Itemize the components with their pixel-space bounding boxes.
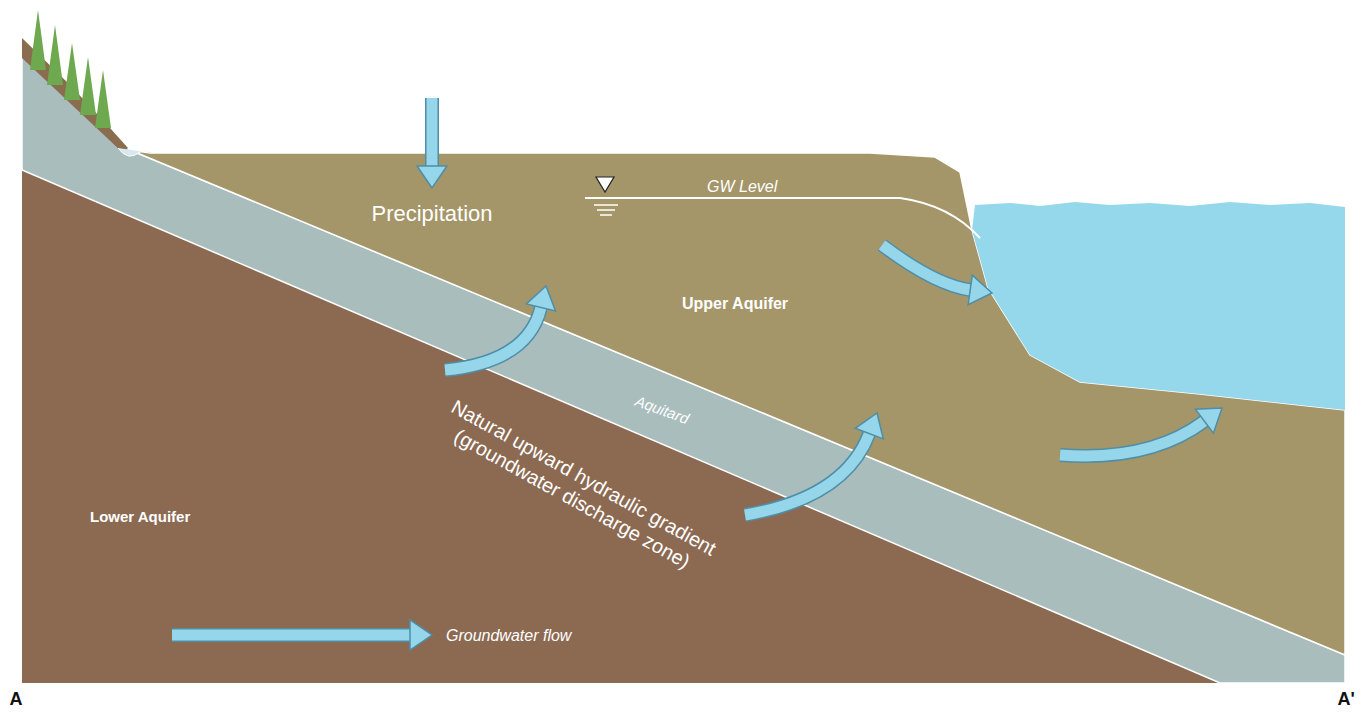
tree [30,10,46,70]
upward-flow-arrow-shaft [745,434,869,515]
discharge-flow-arrow-shaft [882,245,970,290]
water-table-symbol [596,177,614,192]
lake-bed-flow-arrow-outline [1060,421,1204,456]
upward-flow-arrow-outline [745,434,869,515]
layer-label: Lower Aquifer [90,508,190,526]
trees [30,10,111,128]
water-level-label: GW Level [707,177,777,196]
process-label: Precipitation [372,201,493,227]
lake-bed-flow-arrow-shaft [1060,421,1204,456]
upward-flow-arrow-head [526,286,555,311]
tree [80,57,96,115]
precipitation-arrow-outline [425,98,439,166]
legend-flow-arrow-head [410,620,432,650]
precipitation-arrow-head [417,166,447,188]
section-end-label: A [10,689,23,711]
water-table-ticks [594,205,618,215]
precipitation-arrow-shaft [427,98,438,166]
groundwater-level-line [585,198,980,238]
upper-aquifer-layer [130,150,1345,655]
legend-flow-arrow-outline [172,628,410,642]
tree [95,70,111,128]
layer-label: Upper Aquifer [682,294,788,313]
upward-flow-arrow-shaft [445,307,541,370]
legend-text: Groundwater flow [446,626,571,645]
legend-flow-arrow-shaft [172,630,410,641]
discharge-flow-arrow-head [968,275,992,305]
tree [64,43,80,100]
aquitard-layer [22,56,1345,683]
lake-water [972,202,1345,410]
water-table-tick [594,204,618,206]
flow-arrows [172,98,1222,650]
discharge-flow-arrow-outline [882,245,970,290]
upward-flow-arrow-outline [445,307,541,370]
tree [47,25,63,85]
lake-bed-flow-arrow-head [1195,408,1222,433]
section-end-label: A' [1338,689,1355,711]
stream-notch [118,148,152,156]
water-table-tick [600,214,612,216]
upward-flow-arrow-head [855,413,883,439]
water-table-tick [597,209,615,211]
